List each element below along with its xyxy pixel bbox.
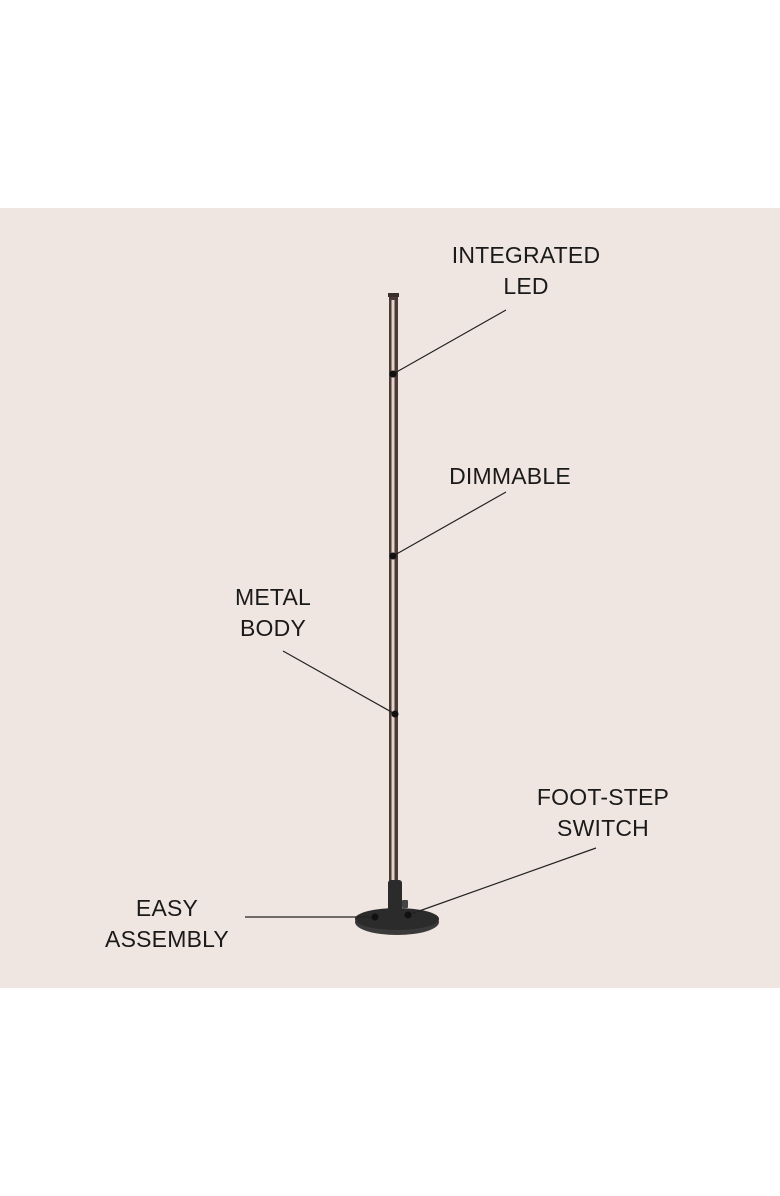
metal-body-line1: METAL	[235, 584, 311, 610]
integrated-led-leader	[392, 309, 507, 375]
foot-step-switch-line2: SWITCH	[557, 815, 649, 841]
integrated-led-line2: LED	[503, 273, 549, 299]
easy-assembly-line2: ASSEMBLY	[105, 926, 229, 952]
integrated-led-line1: INTEGRATED	[451, 242, 601, 268]
foot-step-switch-label: FOOT-STEP SWITCH	[518, 782, 688, 844]
lamp-pole	[388, 293, 399, 885]
metal-body-label: METAL BODY	[213, 582, 333, 644]
lamp-base	[355, 880, 439, 935]
integrated-led-label: INTEGRATED LED	[436, 240, 616, 302]
easy-assembly-line1: EASY	[135, 895, 199, 921]
foot-step-switch-dot	[404, 911, 412, 919]
foot-step-switch-leader	[407, 847, 597, 916]
dimmable-leader	[392, 491, 507, 557]
easy-assembly-dot	[371, 913, 379, 921]
dimmable-dot	[389, 552, 397, 560]
metal-body-dot	[391, 710, 399, 718]
integrated-led-dot	[389, 370, 397, 378]
metal-body-leader	[282, 650, 396, 715]
dimmable-label: DIMMABLE	[430, 461, 590, 492]
easy-assembly-label: EASY ASSEMBLY	[92, 893, 242, 955]
dimmable-line1: DIMMABLE	[449, 463, 571, 489]
metal-body-line2: BODY	[240, 615, 306, 641]
foot-step-switch-line1: FOOT-STEP	[536, 784, 670, 810]
